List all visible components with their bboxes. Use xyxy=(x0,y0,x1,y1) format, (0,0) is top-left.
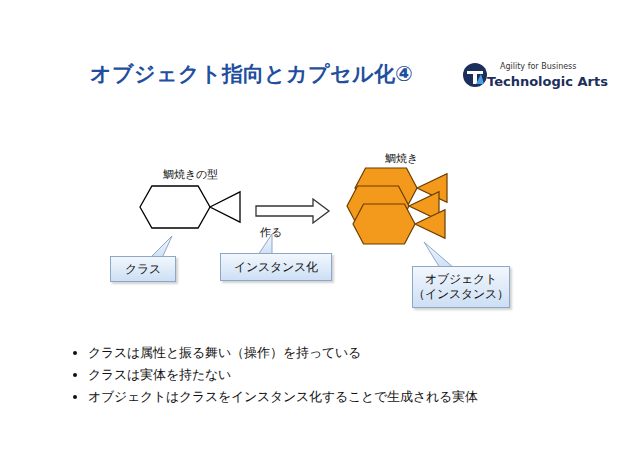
logo-glyph xyxy=(476,74,484,84)
bullet-list: クラスは属性と振る舞い（操作）を持っているクラスは実体を持たないオブジェクトはク… xyxy=(70,342,478,408)
taiyaki-stack xyxy=(345,166,457,250)
fish-body xyxy=(140,186,210,228)
logo-circle xyxy=(463,63,487,87)
callout-tail xyxy=(424,242,454,268)
logo-name: Technologic Arts xyxy=(487,74,608,89)
logo-tagline: Agility for Business xyxy=(500,62,576,71)
callout-text: クラス xyxy=(125,262,161,277)
bullet-item: クラスは実体を持たない xyxy=(88,364,478,386)
fish-node: 鯛焼き xyxy=(345,152,457,252)
fish-tail xyxy=(210,192,240,222)
callout-text: オブジェクト （インスタンス） xyxy=(413,272,509,302)
fish-node: 鯛焼きの型 xyxy=(138,168,242,234)
fish-body xyxy=(353,204,415,244)
bullet-item: クラスは属性と振る舞い（操作）を持っている xyxy=(88,342,478,364)
fish-label: 鯛焼きの型 xyxy=(138,168,242,182)
callout-box: オブジェクト （インスタンス） xyxy=(412,266,510,308)
block-arrow xyxy=(256,199,329,223)
callout-tail xyxy=(150,236,172,258)
fish-label: 鯛焼き xyxy=(345,152,457,166)
logo-mark xyxy=(462,62,488,88)
callout-box: クラス xyxy=(110,256,176,282)
mold-fish xyxy=(138,182,242,232)
callout-text: インスタンス化 xyxy=(234,260,318,275)
callout-box: インスタンス化 xyxy=(220,253,332,281)
logo-glyph xyxy=(467,71,483,84)
bullet-item: オブジェクトはクラスをインスタンス化することで生成される実体 xyxy=(88,386,478,408)
fish-tail xyxy=(415,210,445,239)
edge-label: 作る xyxy=(260,225,282,240)
slide-title: オブジェクト指向とカプセル化④ xyxy=(90,60,413,88)
